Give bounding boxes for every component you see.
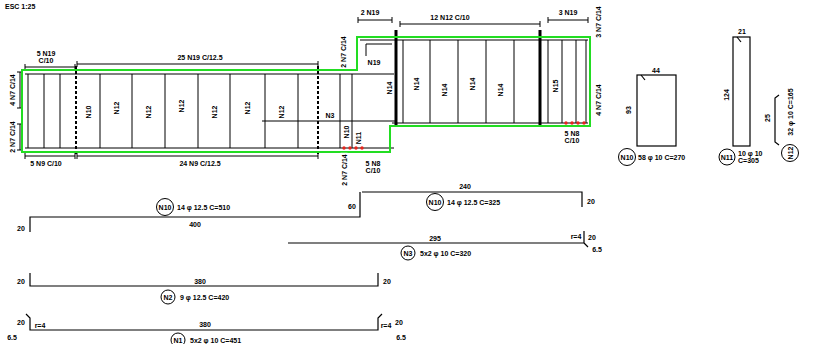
drawing-label: 20	[394, 319, 404, 326]
drawing-label: N12	[278, 105, 285, 120]
drawing-label: 20	[16, 278, 26, 285]
callout-number: N10	[429, 199, 442, 206]
drawing-label: 5 N9 C/10	[29, 160, 63, 167]
callout-circle: N10	[426, 193, 444, 211]
callout-number: N1	[174, 337, 183, 344]
drawing-label: 380	[193, 278, 207, 285]
drawing-label: 3 N7 C/14	[595, 5, 602, 39]
callout-number: N3	[404, 250, 413, 257]
drawing-label: 6.5	[395, 334, 407, 341]
drawing-label: 2 N7 C/14	[340, 35, 347, 69]
callout-circle: N10	[618, 148, 636, 166]
drawing-label: 5 N8 C/10	[359, 160, 387, 174]
drawing-label: N12	[211, 105, 218, 120]
drawing-label: N11	[355, 131, 362, 145]
bar-shapes	[26, 37, 779, 330]
drawing-label: 295	[428, 235, 442, 242]
drawing-label: 24 N9 C/12.5	[178, 160, 221, 167]
drawing-label: N14	[497, 83, 504, 98]
drawing-label: r=4	[570, 233, 583, 240]
drawing-label: r=4	[380, 322, 393, 329]
drawing-label: 5 N8 C/10	[558, 130, 586, 144]
drawing-label: r=4	[34, 322, 47, 329]
bar-section-dots	[342, 121, 585, 149]
drawing-label: 20	[16, 225, 26, 232]
drawing-label: 20	[586, 198, 596, 205]
drawing-label: N12	[113, 101, 120, 116]
drawing-label: 6.5	[591, 246, 603, 253]
drawing-label: 240	[458, 183, 472, 190]
beam-reinforcement	[17, 17, 588, 159]
drawing-label: 60	[347, 203, 357, 210]
drawing-label: N3	[325, 112, 336, 119]
drawing-label: 44	[651, 67, 661, 74]
drawing-label: 4 N7 C/14	[595, 83, 602, 117]
drawing-label: 20	[16, 319, 26, 326]
drawing-label: N14	[386, 81, 393, 96]
callout-circle: N1	[171, 333, 186, 344]
drawing-label: 9 φ 12.5 C=420	[179, 294, 230, 301]
drawing-label: 14 φ 12.5 C=325	[446, 199, 501, 206]
drawing-label: N12	[145, 105, 152, 120]
drawing-label: 58 φ 10 C=270	[637, 154, 686, 161]
callout-circle: N10	[156, 198, 174, 216]
drawing-label: 2 N7 C/14	[9, 120, 16, 154]
callout-circle: N12	[781, 144, 799, 162]
drawing-label: ESC 1:25	[4, 3, 36, 10]
drawing-label: 12 N12 C/10	[429, 14, 470, 21]
drawing-label: 3 N19	[558, 9, 579, 16]
drawing-label: N12	[244, 101, 251, 116]
drawing-label: N14	[441, 83, 448, 98]
drawing-label: 21	[737, 28, 747, 35]
drawing-label: 2 N19	[360, 9, 381, 16]
callout-number: N2	[164, 294, 173, 301]
drawing-label: 10 φ 10 C=305	[737, 150, 771, 164]
drawing-label: 124	[723, 88, 730, 102]
callout-circle: N2	[161, 290, 176, 305]
drawing-label: 5x2 φ 10 C=320	[419, 250, 472, 257]
drawing-label: N19	[367, 59, 382, 66]
beam-outline	[22, 37, 590, 152]
drawing-label: 25	[764, 113, 771, 123]
callout-number: N11	[721, 154, 733, 161]
drawing-label: 400	[188, 221, 202, 228]
drawing-label: N10	[85, 105, 92, 120]
drawing-label: 14 φ 12.5 C=510	[176, 204, 231, 211]
drawing-label: 25 N19 C/12.5	[176, 54, 223, 61]
drawing-label: 20	[587, 234, 597, 241]
drawing-label: N14	[469, 77, 476, 92]
drawing-label: N15	[552, 79, 559, 94]
drawing-label: 380	[198, 321, 212, 328]
callout-circle: N3	[401, 246, 416, 261]
drawing-label: 5x2 φ 10 C=451	[189, 337, 242, 344]
drawing-label: 2 N7 C/14	[341, 153, 348, 187]
drawing-label: N10	[343, 125, 350, 140]
callout-number: N10	[621, 154, 634, 161]
callout-circle: N11	[719, 149, 736, 166]
drawing-label: N12	[178, 99, 185, 114]
callout-number: N10	[159, 204, 172, 211]
drawing-label: 4 N7 C/14	[9, 73, 16, 107]
drawing-label: 5 N19 C/10	[32, 50, 60, 64]
drawing-label: 93	[625, 105, 632, 115]
drawing-label: 20	[382, 278, 392, 285]
drawing-label: N14	[413, 77, 420, 92]
callout-number: N12	[787, 147, 794, 160]
drawing-label: 32 φ 10 C=165	[787, 87, 794, 136]
drawing-label: 6.5	[6, 334, 18, 341]
